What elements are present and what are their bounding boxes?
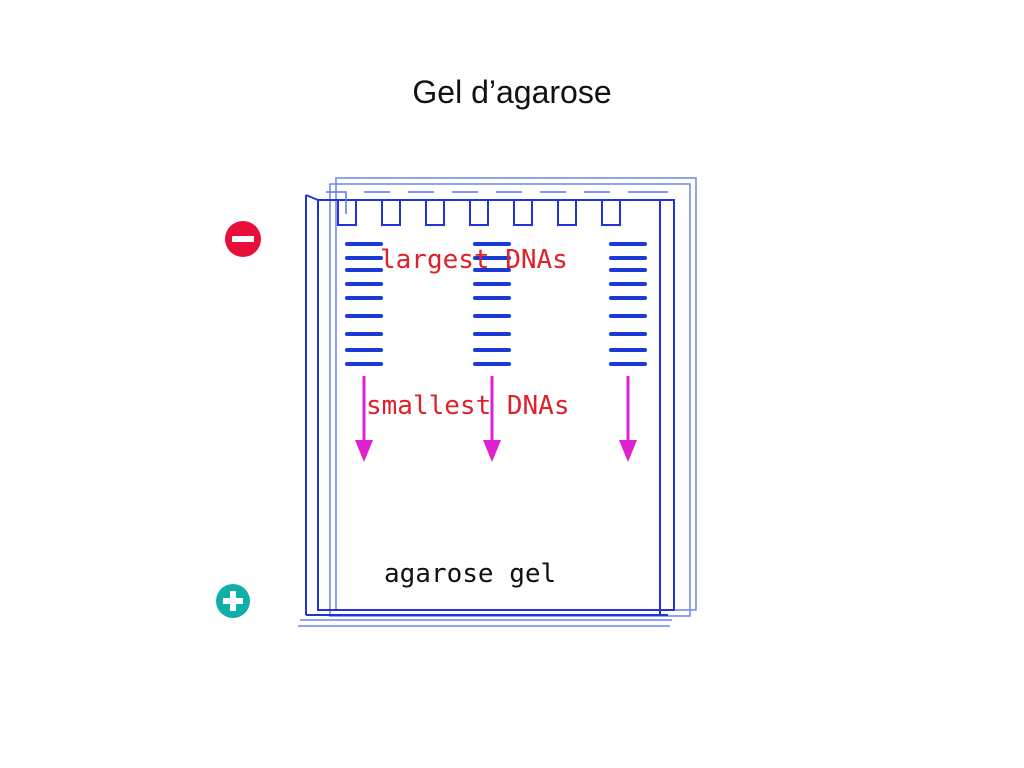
- dna-band: [473, 242, 511, 246]
- dna-band: [473, 282, 511, 286]
- dna-band: [345, 296, 383, 300]
- migration-arrow-head: [483, 440, 501, 462]
- dna-band: [473, 268, 511, 272]
- dna-band: [609, 348, 647, 352]
- dna-band: [609, 332, 647, 336]
- slide-title: Gel d’agarose: [412, 74, 612, 110]
- dna-band: [609, 314, 647, 318]
- dna-band: [609, 242, 647, 246]
- dna-band: [609, 362, 647, 366]
- dna-band: [473, 296, 511, 300]
- dna-band: [345, 348, 383, 352]
- dna-band: [609, 256, 647, 260]
- dna-band: [473, 362, 511, 366]
- dna-bands: [345, 242, 647, 366]
- migration-arrows: [355, 376, 637, 462]
- dna-band: [609, 296, 647, 300]
- dna-band: [473, 332, 511, 336]
- dna-band: [345, 314, 383, 318]
- label-agarose-gel: agarose gel: [384, 559, 556, 589]
- positive-electrode-icon: [216, 584, 250, 618]
- dna-band: [609, 282, 647, 286]
- dna-band: [473, 314, 511, 318]
- dna-band: [345, 268, 383, 272]
- dna-band: [345, 242, 383, 246]
- dna-band: [609, 268, 647, 272]
- migration-arrow-head: [355, 440, 373, 462]
- label-smallest-dnas: smallest DNAs: [366, 391, 570, 421]
- dna-band: [473, 256, 511, 260]
- dna-band: [345, 362, 383, 366]
- dna-band: [345, 256, 383, 260]
- dna-band: [345, 282, 383, 286]
- dna-band: [473, 348, 511, 352]
- dna-band: [345, 332, 383, 336]
- gel-wells: [318, 191, 668, 226]
- label-largest-dnas: largest DNAs: [380, 245, 568, 275]
- migration-arrow-head: [619, 440, 637, 462]
- negative-electrode-icon: [225, 221, 261, 257]
